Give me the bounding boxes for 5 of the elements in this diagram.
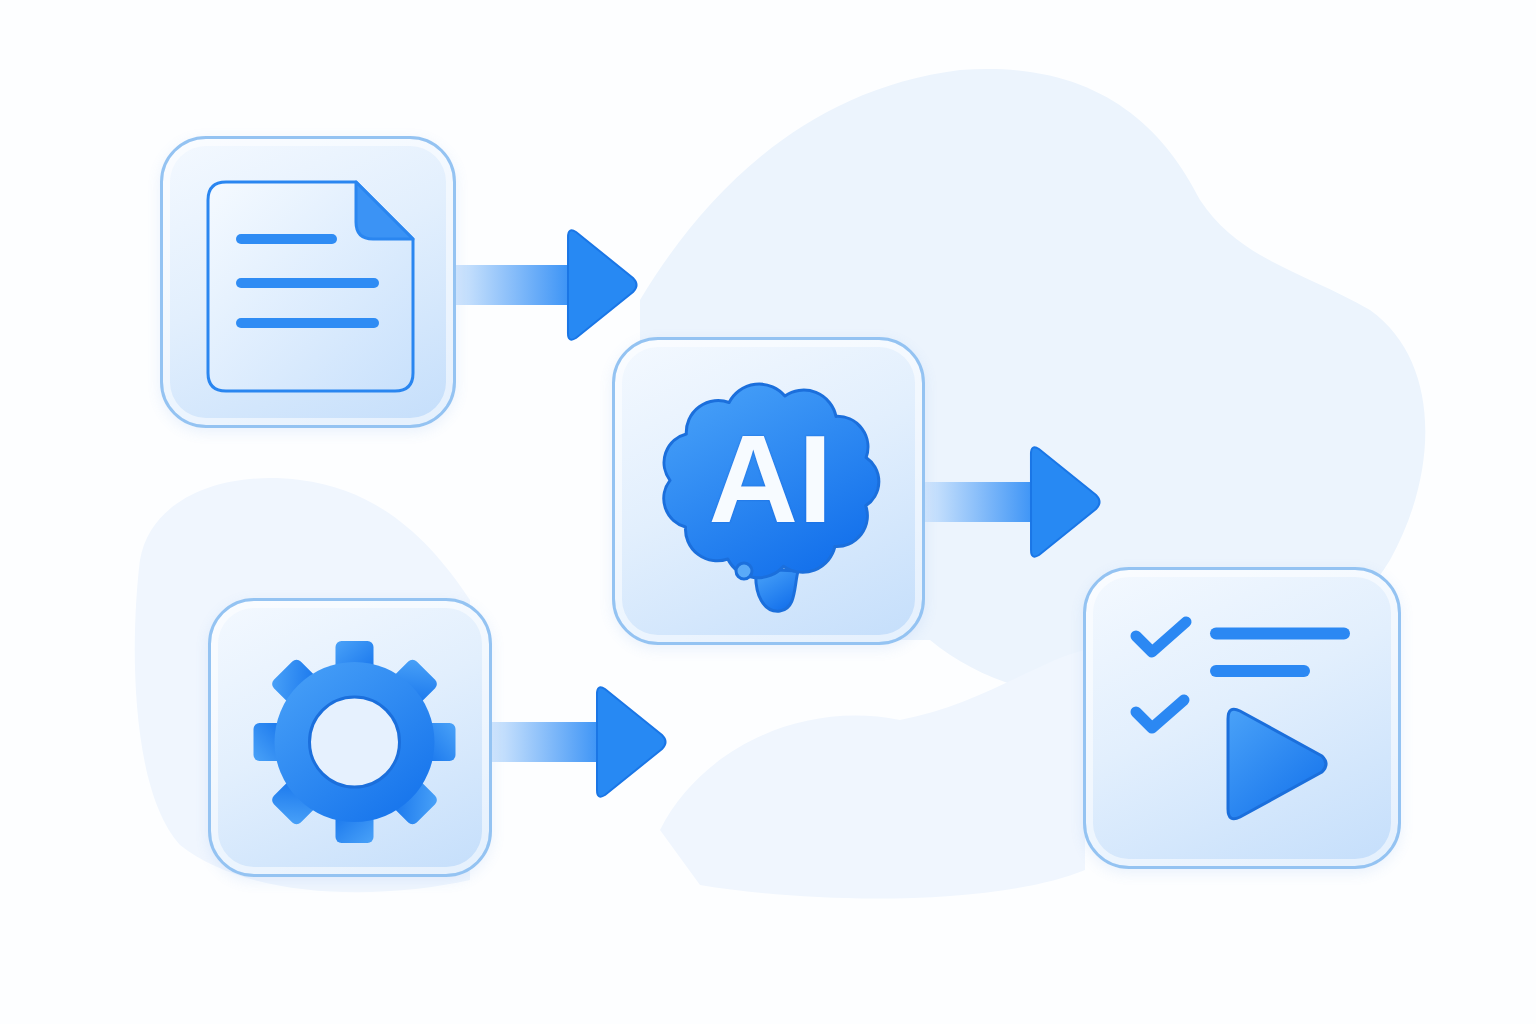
node-label: AI: [708, 417, 833, 542]
process-card: [208, 598, 492, 877]
process-card: [612, 337, 925, 645]
process-card: [1083, 567, 1401, 869]
process-card: [160, 136, 456, 428]
